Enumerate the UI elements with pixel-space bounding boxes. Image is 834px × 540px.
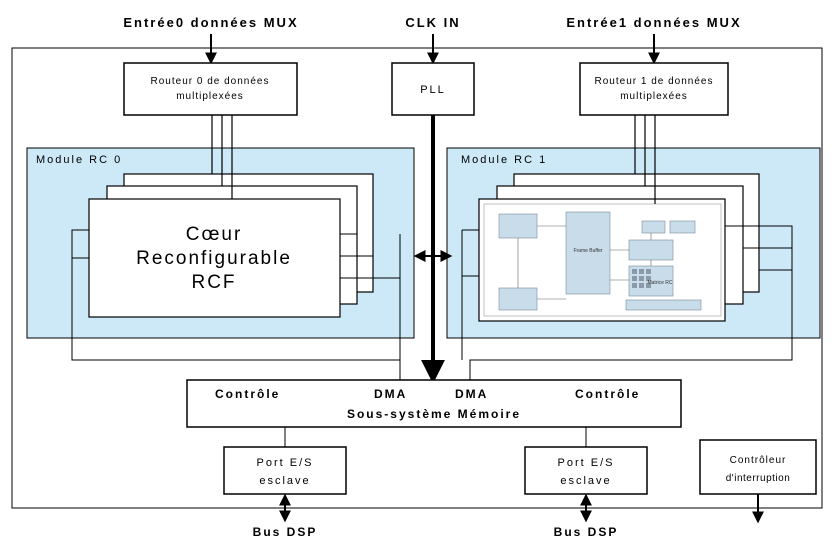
input1-label: Entrée1 données MUX [566,15,741,30]
port1-line2: esclave [560,475,611,487]
thumb-frame-buffer-text: Frame Buffer [573,248,602,254]
pll-label: PLL [420,84,446,96]
mem-left-dma: DMA [374,387,407,401]
thumb-state-controller [498,287,538,311]
port0-box: Port E/S esclave [223,446,347,495]
port1-line1: Port E/S [558,457,615,469]
rc0-core-line3: RCF [191,272,236,293]
interrupt-line2: d'interruption [726,473,791,484]
module-rc1-title: Module RC 1 [461,154,547,166]
router1-label-line1: Routeur 1 de données [595,76,714,87]
thumb-context-memory [625,299,702,311]
mem-right-dma: DMA [455,387,488,401]
rc0-core-line1: Cœur [186,224,243,245]
clk-in-label: CLK IN [405,15,460,30]
port1-box: Port E/S esclave [524,446,648,495]
rc1-right-links [461,225,793,380]
module-rc0-title: Module RC 0 [36,154,122,166]
rc1-block-diagram-thumbnail: Frame Buffer Matrice RC [483,203,722,317]
interrupt-line1: Contrôleur [730,455,787,466]
thumb-input-buffer [498,213,538,239]
router1-to-rc1-bus [634,115,656,204]
mem-title: Sous-système Mémoire [347,407,521,421]
router1-label-line2: multiplexées [620,91,688,102]
thumb-rc-matrix-text: Matrice RC [647,280,672,286]
router0-label-line1: Routeur 0 de données [151,76,270,87]
mem-left-control: Contrôle [215,387,280,401]
port0-line1: Port E/S [257,457,314,469]
router0-to-rc0-bus [211,115,233,199]
router0-box: Routeur 0 de données multiplexées [123,62,298,116]
thumb-decoder [669,220,696,234]
bus-dsp0-label: Bus DSP [253,525,318,539]
bus-dsp1-label: Bus DSP [554,525,619,539]
port0-line2: esclave [259,475,310,487]
rc0-core-line2: Reconfigurable [136,248,292,269]
thumb-pcms [641,220,666,234]
router0-label-line2: multiplexées [176,91,244,102]
rc0-left-links [71,229,401,380]
input0-label: Entrée0 données MUX [123,15,298,30]
thumb-rcbf [628,239,674,261]
interrupt-controller-box: Contrôleur d'interruption [699,439,817,495]
memory-subsystem-box: Contrôle DMA DMA Contrôle Sous-système M… [186,379,682,428]
pll-box: PLL [391,62,475,116]
router1-box: Routeur 1 de données multiplexées [579,62,729,116]
rc0-layer-1 [88,198,341,318]
mem-right-control: Contrôle [575,387,640,401]
thumb-frame-buffer [565,211,611,295]
